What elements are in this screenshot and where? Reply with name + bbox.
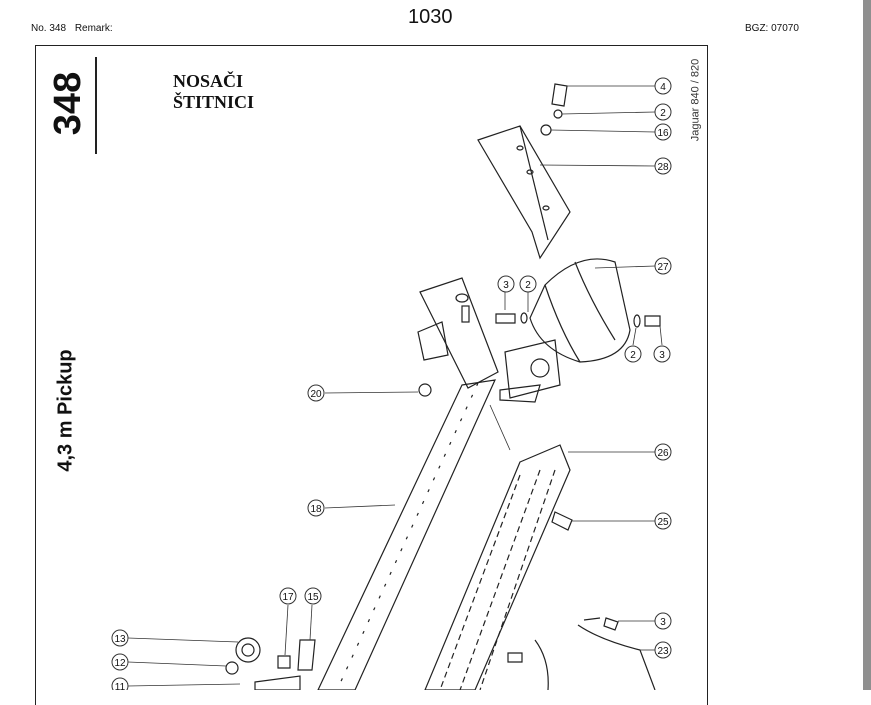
bolt-15 — [297, 639, 316, 671]
flange-tab — [499, 384, 541, 403]
nut-12 — [225, 661, 239, 675]
svg-text:2: 2 — [630, 350, 636, 361]
callout-12: 12 — [111, 653, 129, 671]
svg-text:16: 16 — [657, 128, 669, 139]
svg-text:17: 17 — [282, 592, 294, 603]
spring-13 — [235, 637, 261, 663]
svg-text:2: 2 — [660, 108, 666, 119]
svg-text:2: 2 — [525, 280, 531, 291]
svg-text:13: 13 — [114, 634, 126, 645]
svg-text:20: 20 — [310, 389, 322, 400]
lower-rod — [534, 639, 549, 690]
callout-4: 4 — [654, 77, 672, 95]
svg-text:28: 28 — [657, 162, 669, 173]
svg-text:25: 25 — [657, 517, 669, 528]
main-beam — [317, 379, 497, 690]
shield-cover — [477, 125, 571, 260]
title-line-1: NOSAČI — [173, 71, 244, 91]
top-washer-2 — [540, 124, 552, 136]
bgz-code: BGZ: 07070 — [745, 23, 799, 34]
callout-28: 28 — [654, 157, 672, 175]
top-bolt — [551, 83, 568, 107]
lower-bolt — [507, 652, 523, 663]
left-washer — [520, 312, 528, 324]
callout-3c: 3 — [654, 612, 672, 630]
guard-teeth — [439, 474, 521, 690]
remark-label: Remark: — [74, 23, 113, 34]
scrollbar[interactable] — [863, 0, 871, 690]
svg-text:27: 27 — [657, 262, 669, 273]
top-washer-1 — [553, 109, 563, 119]
callout-2c: 2 — [624, 345, 642, 363]
exploded-parts-drawing: 4 2 16 28 3 2 27 2 3 20 26 18 25 17 15 1… — [111, 77, 672, 690]
callout-11: 11 — [111, 677, 129, 690]
sheet-number-divider — [95, 57, 97, 154]
svg-text:3: 3 — [659, 350, 665, 361]
bracket-pin — [461, 305, 470, 323]
lower-block — [254, 675, 301, 690]
sheet-title: NOSAČI ŠTITNICI — [173, 71, 254, 113]
side-washer — [633, 314, 641, 328]
callout-15: 15 — [304, 587, 322, 605]
bracket-hole — [455, 293, 469, 303]
callout-23: 23 — [654, 641, 672, 659]
svg-text:11: 11 — [115, 682, 126, 690]
callout-13: 13 — [111, 629, 129, 647]
shield-fold — [519, 125, 549, 241]
svg-text:3: 3 — [660, 617, 666, 628]
callout-17: 17 — [279, 587, 297, 605]
callout-16: 16 — [654, 123, 672, 141]
drum-cover — [529, 258, 631, 363]
bracket-plate — [419, 277, 499, 389]
doc-number: No. 348 — [31, 23, 67, 34]
rod-23 — [577, 624, 656, 690]
callout-27: 27 — [654, 257, 672, 275]
callout-26: 26 — [654, 443, 672, 461]
svg-text:23: 23 — [657, 646, 669, 657]
left-bolt — [495, 313, 516, 324]
header-left: No. 348 Remark: — [31, 23, 119, 34]
bolt-3c — [603, 617, 619, 631]
svg-text:26: 26 — [657, 448, 669, 459]
flange-hole — [530, 358, 550, 378]
svg-text:18: 18 — [310, 504, 322, 515]
callout-18: 18 — [307, 499, 325, 517]
callout-3b: 3 — [653, 345, 671, 363]
svg-text:4: 4 — [660, 82, 666, 93]
guard-comb — [424, 444, 571, 690]
title-line-2: ŠTITNICI — [173, 92, 255, 112]
flange-plate — [504, 339, 561, 399]
callout-3a: 3 — [497, 275, 515, 293]
callout-2a: 2 — [654, 103, 672, 121]
page-number: 1030 — [408, 6, 453, 28]
nut-20 — [418, 383, 432, 397]
nut-17 — [277, 655, 291, 669]
drawing-frame — [35, 45, 708, 705]
svg-text:12: 12 — [114, 658, 126, 669]
callout-20: 20 — [307, 384, 325, 402]
svg-text:3: 3 — [503, 280, 509, 291]
side-bolt — [644, 315, 661, 327]
svg-text:15: 15 — [307, 592, 319, 603]
callout-25: 25 — [654, 512, 672, 530]
bracket-tab — [417, 321, 449, 361]
callout-2b: 2 — [519, 275, 537, 293]
bolt-25 — [551, 511, 573, 531]
